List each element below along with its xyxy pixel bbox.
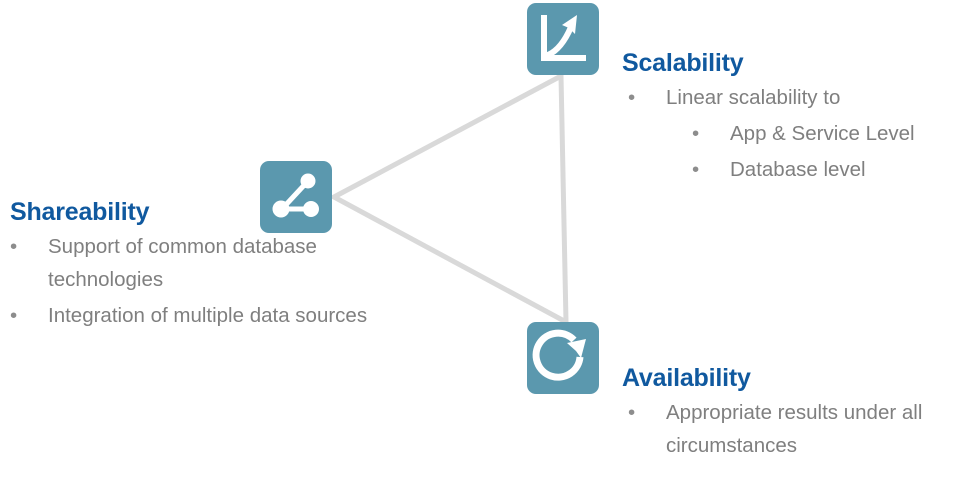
growth-chart-arrow-icon [541,15,586,61]
share-network-icon [272,173,319,218]
list-item: • Support of common database technologie… [0,230,380,296]
bullet-marker: • [692,158,700,181]
list-item: • Database level [618,153,961,186]
list-item-label: Appropriate results under all circumstan… [666,401,923,457]
list-item: • App & Service Level [618,117,961,150]
list-item: • Appropriate results under all circumst… [618,396,961,462]
list-item-label: Linear scalability to [666,86,841,109]
bullet-marker: • [628,401,636,424]
list-item-label: App & Service Level [730,122,915,145]
shareability-bullet-list: • Support of common database technologie… [0,230,380,332]
list-item-label: Support of common database technologies [48,235,317,291]
shareability-title: Shareability [10,198,150,226]
refresh-circle-arrow-icon [532,329,586,381]
availability-title: Availability [622,364,751,392]
list-item-label: Integration of multiple data sources [48,304,368,327]
scalability-bullet-list: • Linear scalability to • App & Service … [618,81,961,186]
bullet-marker: • [692,122,700,145]
scalability-text-block: Scalability • Linear scalability to • Ap… [618,48,961,186]
scalability-icon-tile[interactable] [527,3,599,75]
list-item: • Integration of multiple data sources [0,299,380,332]
availability-icon-tile[interactable] [527,322,599,394]
bullet-marker: • [10,235,18,258]
shareability-icon-tile[interactable] [260,161,332,233]
availability-bullet-list: • Appropriate results under all circumst… [618,396,961,462]
bullet-marker: • [628,86,636,109]
shareability-text-block: Shareability • Support of common databas… [0,197,380,332]
list-item: • Linear scalability to [618,81,961,114]
list-item-label: Database level [730,158,866,181]
bullet-marker: • [10,304,18,327]
scalability-title: Scalability [622,49,744,77]
availability-text-block: Availability • Appropriate results under… [618,363,961,462]
